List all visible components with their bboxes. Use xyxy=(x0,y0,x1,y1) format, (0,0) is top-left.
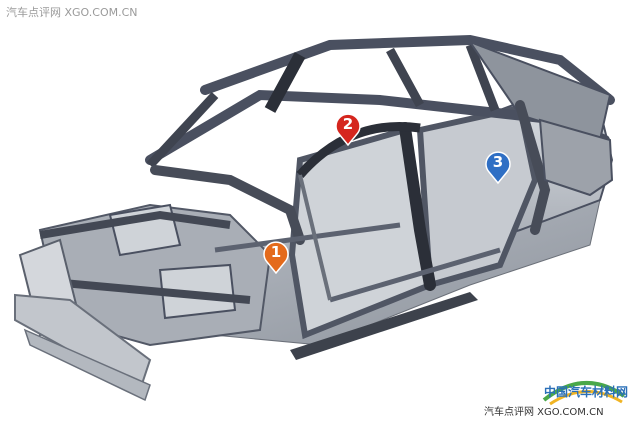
front-rail-left xyxy=(39,210,231,239)
marker-2-label: 2 xyxy=(342,115,354,133)
site-logo: 中国汽车材料网 xyxy=(542,381,628,406)
roof-bow-1 xyxy=(264,52,306,113)
b-pillar xyxy=(399,122,436,291)
side-sill xyxy=(290,292,478,360)
cabin-brace-1 xyxy=(214,222,401,253)
roof-bow-front xyxy=(146,91,219,169)
logo-text: 中国汽车材料网 xyxy=(544,384,628,399)
cabin-brace-2 xyxy=(329,247,501,303)
bumper-beam-lower xyxy=(23,328,151,402)
rear-trunk xyxy=(538,118,614,197)
cabin-brace-3 xyxy=(298,174,332,301)
marker-1: 1 xyxy=(262,240,290,275)
roof-bow-3 xyxy=(465,43,500,112)
marker-pin-icon xyxy=(335,113,361,147)
watermark-top: 汽车点评网 XGO.COM.CN xyxy=(6,6,138,19)
c-pillar xyxy=(515,100,551,235)
marker-pin-icon xyxy=(485,151,511,185)
watermark-bottom: 汽车点评网 XGO.COM.CN xyxy=(484,407,604,418)
roof-bow-2 xyxy=(386,47,424,108)
a-pillar xyxy=(150,165,305,245)
marker-3-label: 3 xyxy=(492,153,504,171)
marker-3: 3 xyxy=(484,150,512,185)
marker-pin-icon xyxy=(263,241,289,275)
marker-2: 2 xyxy=(334,112,362,147)
roof-rail-left xyxy=(200,34,615,105)
marker-1-label: 1 xyxy=(270,243,282,261)
